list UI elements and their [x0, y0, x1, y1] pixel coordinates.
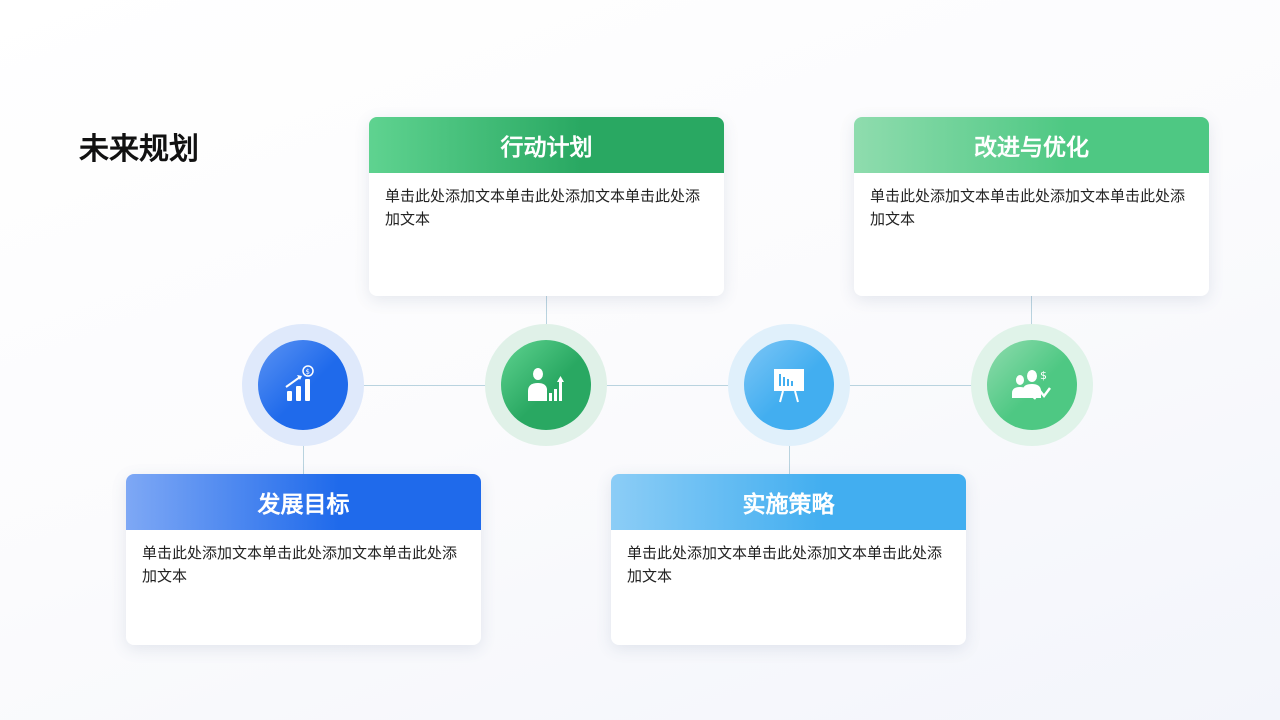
page-title: 未来规划 — [79, 132, 199, 167]
timeline-line — [303, 385, 1032, 386]
svg-text:$: $ — [306, 368, 310, 376]
card-title: 行动计划 — [369, 117, 724, 173]
team-dollar-icon: $ — [987, 340, 1077, 430]
node-improve: $ — [971, 324, 1093, 446]
connector — [1031, 296, 1032, 336]
card-body[interactable]: 单击此处添加文本单击此处添加文本单击此处添加文本 — [627, 544, 943, 585]
card-body[interactable]: 单击此处添加文本单击此处添加文本单击此处添加文本 — [142, 544, 458, 585]
businessman-growth-icon — [501, 340, 591, 430]
card-action-plan: 行动计划 单击此处添加文本单击此处添加文本单击此处添加文本 — [369, 117, 724, 296]
card-title: 实施策略 — [611, 474, 966, 530]
chart-growth-dollar-icon: $ — [258, 340, 348, 430]
presentation-board-icon — [744, 340, 834, 430]
card-body[interactable]: 单击此处添加文本单击此处添加文本单击此处添加文本 — [870, 187, 1186, 228]
card-goal: 发展目标 单击此处添加文本单击此处添加文本单击此处添加文本 — [126, 474, 481, 645]
node-goal: $ — [242, 324, 364, 446]
connector — [303, 435, 304, 475]
svg-text:$: $ — [1040, 369, 1047, 382]
card-title: 发展目标 — [126, 474, 481, 530]
node-strategy — [728, 324, 850, 446]
card-body[interactable]: 单击此处添加文本单击此处添加文本单击此处添加文本 — [385, 187, 701, 228]
connector — [546, 296, 547, 336]
card-strategy: 实施策略 单击此处添加文本单击此处添加文本单击此处添加文本 — [611, 474, 966, 645]
node-action — [485, 324, 607, 446]
card-title: 改进与优化 — [854, 117, 1209, 173]
connector — [789, 435, 790, 475]
card-improve: 改进与优化 单击此处添加文本单击此处添加文本单击此处添加文本 — [854, 117, 1209, 296]
